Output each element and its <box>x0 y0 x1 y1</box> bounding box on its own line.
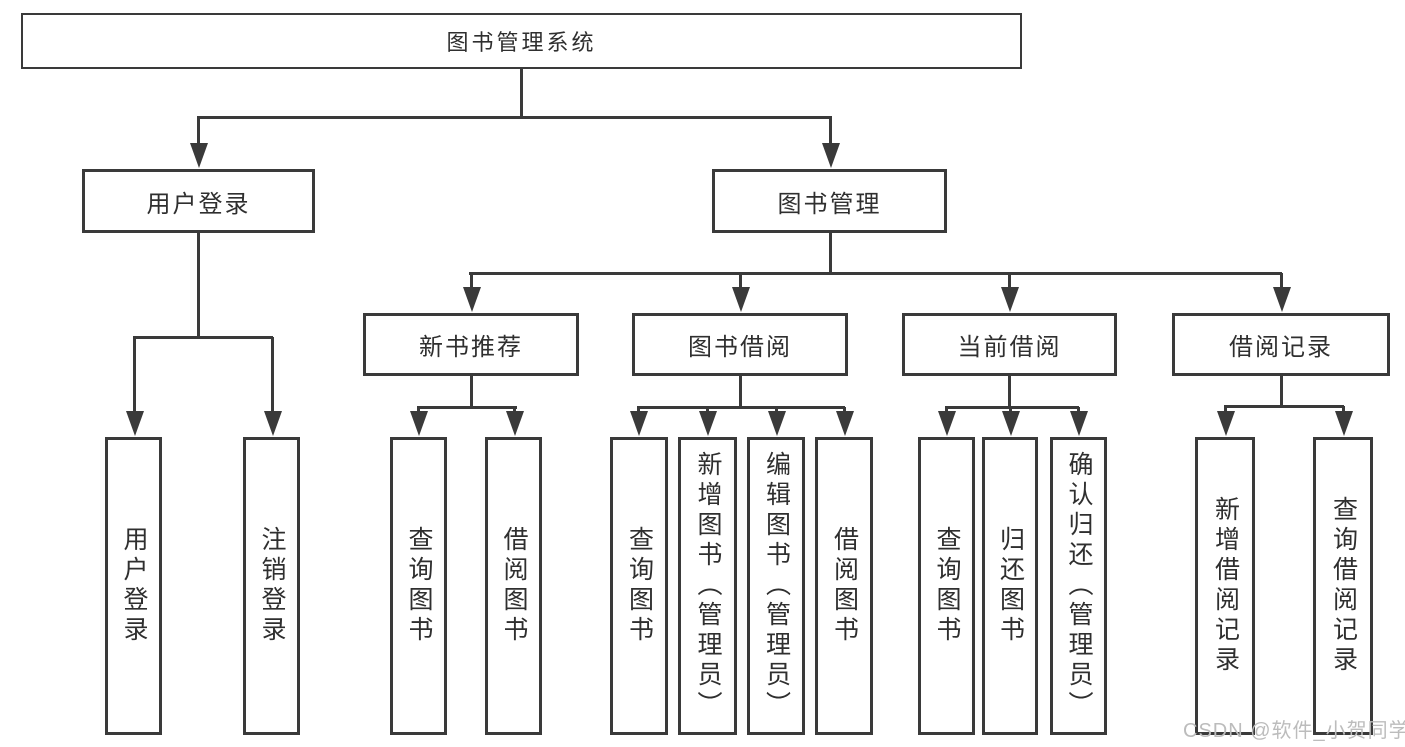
leaf-label: 查询借阅记录 <box>1329 496 1358 676</box>
node-label: 图书借阅 <box>688 334 792 361</box>
leaf-user-login: 用户登录 <box>105 437 162 735</box>
connector-hline <box>945 406 1079 409</box>
leaf-label: 借阅图书 <box>500 526 528 646</box>
arrow-down-icon <box>945 407 948 412</box>
arrow-down-icon <box>843 407 846 412</box>
connector-hline <box>469 272 1282 275</box>
arrow-down-icon <box>271 337 274 412</box>
arrow-down-icon <box>1077 407 1080 412</box>
node-label: 用户登录 <box>146 190 251 218</box>
arrow-down-icon <box>1342 406 1345 412</box>
connector-hline <box>417 406 517 409</box>
arrow-down-icon <box>513 407 516 412</box>
node-label: 当前借阅 <box>957 334 1062 361</box>
leaf-query-borrow-record: 查询借阅记录 <box>1313 437 1373 735</box>
leaf-label: 注销登录 <box>258 526 286 646</box>
leaf-add-books-admin: 新增图书（管理员） <box>678 437 737 735</box>
leaf-confirm-return-admin: 确认归还（管理员） <box>1050 437 1107 735</box>
leaf-query-books-current: 查询图书 <box>918 437 975 735</box>
arrow-down-icon <box>706 407 709 412</box>
node-book-borrowing: 图书借阅 <box>632 313 848 376</box>
leaf-query-books-borrow: 查询图书 <box>610 437 668 735</box>
node-current-borrowing: 当前借阅 <box>902 313 1117 376</box>
leaf-label: 新增图书（管理员） <box>694 451 722 721</box>
leaf-label: 编辑图书（管理员） <box>762 451 791 721</box>
leaf-edit-books-admin: 编辑图书（管理员） <box>747 437 805 735</box>
connector-hline <box>637 406 845 409</box>
connector-vline <box>470 376 473 407</box>
node-label: 新书推荐 <box>419 334 523 361</box>
leaf-label: 新增借阅记录 <box>1211 496 1240 676</box>
leaf-add-borrow-record: 新增借阅记录 <box>1195 437 1255 735</box>
node-label: 借阅记录 <box>1229 334 1333 361</box>
connector-vline <box>520 69 523 117</box>
node-label: 图书管理系统 <box>446 30 597 55</box>
arrow-down-icon <box>197 117 200 144</box>
watermark: CSDN @软件_小贺同学 <box>1183 720 1405 742</box>
arrow-down-icon <box>1280 273 1283 288</box>
connector-vline <box>1280 376 1283 406</box>
leaf-logout: 注销登录 <box>243 437 300 735</box>
leaf-label: 用户登录 <box>120 526 148 646</box>
connector-vline <box>829 233 832 273</box>
leaf-query-books-recommend: 查询图书 <box>390 437 447 735</box>
leaf-return-books: 归还图书 <box>982 437 1038 735</box>
arrow-down-icon <box>1008 273 1011 288</box>
arrow-down-icon <box>775 407 778 412</box>
leaf-label: 确认归还（管理员） <box>1065 451 1093 721</box>
arrow-down-icon <box>470 273 473 288</box>
leaf-label: 归还图书 <box>996 526 1025 646</box>
leaf-label: 借阅图书 <box>830 526 859 646</box>
leaf-borrow-books-recommend: 借阅图书 <box>485 437 542 735</box>
leaf-label: 查询图书 <box>933 526 961 646</box>
connector-vline <box>739 376 742 407</box>
arrow-down-icon <box>1009 407 1012 412</box>
connector-hline <box>197 116 832 119</box>
connector-vline <box>1008 376 1011 407</box>
node-label: 图书管理 <box>777 190 882 218</box>
leaf-label: 查询图书 <box>625 526 654 646</box>
node-book-management: 图书管理 <box>712 169 947 233</box>
leaf-borrow-books: 借阅图书 <box>815 437 873 735</box>
arrow-down-icon <box>829 117 832 144</box>
node-borrowing-records: 借阅记录 <box>1172 313 1390 376</box>
node-library-management-system: 图书管理系统 <box>21 13 1022 69</box>
connector-hline <box>1224 405 1344 408</box>
arrow-down-icon <box>637 407 640 412</box>
connector-hline <box>133 336 273 339</box>
node-user-login: 用户登录 <box>82 169 315 233</box>
arrow-down-icon <box>1224 406 1227 412</box>
arrow-down-icon <box>739 273 742 288</box>
node-new-book-recommendation: 新书推荐 <box>363 313 579 376</box>
arrow-down-icon <box>133 337 136 412</box>
connector-vline <box>197 233 200 337</box>
arrow-down-icon <box>417 407 420 412</box>
leaf-label: 查询图书 <box>405 526 433 646</box>
